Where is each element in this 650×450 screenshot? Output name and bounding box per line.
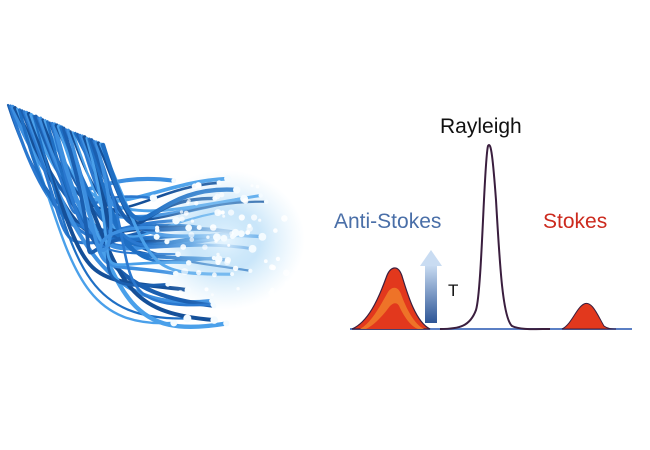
fiber-tip — [191, 183, 198, 190]
fiber-strand — [50, 121, 178, 236]
fiber-tip — [185, 260, 192, 266]
fiber-tip — [275, 256, 281, 262]
rayleigh-peak — [439, 143, 551, 331]
fiber-tip — [250, 184, 254, 188]
fiber-tip — [206, 235, 210, 239]
fiber-tip — [170, 319, 178, 327]
anti-stokes-label: Anti-Stokes — [334, 210, 441, 233]
fiber-tip — [242, 197, 249, 204]
fiber-tip — [217, 210, 222, 215]
fiber-tip — [270, 287, 275, 293]
fiber-tip — [223, 320, 230, 327]
fiber-tip — [230, 272, 235, 277]
fiber-tip — [211, 255, 216, 261]
fiber-tips — [149, 175, 290, 327]
fiber-tip — [224, 175, 232, 183]
fiber-tip — [282, 183, 287, 188]
fiber-tip — [172, 270, 179, 277]
fiber-tip — [216, 180, 222, 186]
fiber-tip — [188, 231, 195, 238]
fiber-tip — [204, 287, 209, 292]
fiber-tip — [210, 302, 216, 308]
fiber-tip — [155, 225, 160, 230]
fiber-tip — [175, 251, 181, 257]
fiber-tip — [216, 252, 220, 257]
fiber-tip — [171, 178, 176, 183]
fiber-tip — [248, 244, 257, 253]
fiber-tip — [219, 192, 225, 198]
fiber-tip — [222, 214, 226, 218]
fiber-tip — [258, 218, 262, 222]
fiber-tip — [281, 215, 288, 222]
fiber-tip — [172, 216, 180, 225]
fiber-tip — [177, 289, 184, 296]
fiber-tip — [263, 199, 269, 205]
fiber-tip — [246, 225, 253, 232]
fiber-tip — [210, 316, 218, 324]
fiber-tip — [183, 314, 192, 323]
fiber-tip — [258, 193, 263, 198]
fiber-tip — [196, 270, 202, 276]
fiber-tip — [190, 219, 195, 223]
fiber-tip — [227, 243, 231, 247]
fiber-tip — [209, 224, 217, 231]
fiber-tip — [186, 201, 190, 205]
fiber-tip — [149, 194, 158, 202]
stokes-peak — [561, 302, 617, 330]
fiber-tip — [220, 210, 225, 215]
fiber-tip — [214, 239, 218, 243]
fiber-tip — [184, 286, 192, 294]
fiber-tip — [248, 268, 253, 273]
fiber-tip — [233, 186, 241, 194]
fiber-tip — [210, 293, 214, 297]
fiber-tip — [273, 228, 278, 233]
fiber-tip — [284, 281, 289, 286]
fiber-tip — [153, 233, 160, 240]
optical-fiber-bundle-icon — [6, 103, 268, 329]
fiber-tip — [212, 272, 217, 278]
up-arrow-icon — [420, 250, 442, 323]
fiber-tip — [251, 214, 258, 221]
fiber-tip — [164, 239, 170, 245]
fiber-strand — [92, 139, 215, 307]
fiber-tip — [263, 259, 268, 264]
rayleigh-label: Rayleigh — [440, 115, 522, 138]
fiber-tip — [179, 210, 184, 214]
fiber-tip — [213, 233, 221, 242]
fiber-tip — [258, 232, 267, 241]
fiber-tip — [185, 224, 193, 232]
fiber-strand — [16, 107, 176, 325]
fiber-tip — [232, 265, 239, 272]
anti-stokes-peak — [351, 267, 431, 330]
fiber-strand — [94, 140, 159, 252]
fiber-tip — [183, 210, 189, 216]
fiber-tip — [165, 281, 171, 287]
fiber-tip — [228, 209, 235, 216]
fiber-tip — [202, 244, 208, 250]
fiber-tip — [229, 231, 234, 236]
fiber-tip — [238, 214, 245, 221]
temperature-label: T — [448, 281, 458, 300]
fiber-tip — [224, 259, 231, 266]
fiber-tip — [181, 268, 189, 276]
fiber-tip — [209, 298, 214, 304]
fiber-strand — [66, 128, 178, 276]
fiber-tip — [179, 216, 185, 222]
fiber-tip — [189, 237, 195, 242]
fiber-tip — [215, 259, 221, 265]
fiber-tip — [214, 193, 221, 200]
fiber-tip — [236, 287, 240, 291]
fiber-tip — [282, 269, 290, 277]
fiber-tip — [194, 201, 199, 206]
fiber-tip — [180, 244, 187, 250]
fiber-tip — [220, 234, 228, 242]
scattering-spectrum: T — [350, 143, 632, 331]
fiber-tip — [269, 264, 275, 271]
fiber-tip — [237, 230, 245, 238]
fiber-tip — [196, 225, 202, 231]
fiber-tip — [255, 184, 260, 189]
stokes-label: Stokes — [543, 210, 607, 233]
